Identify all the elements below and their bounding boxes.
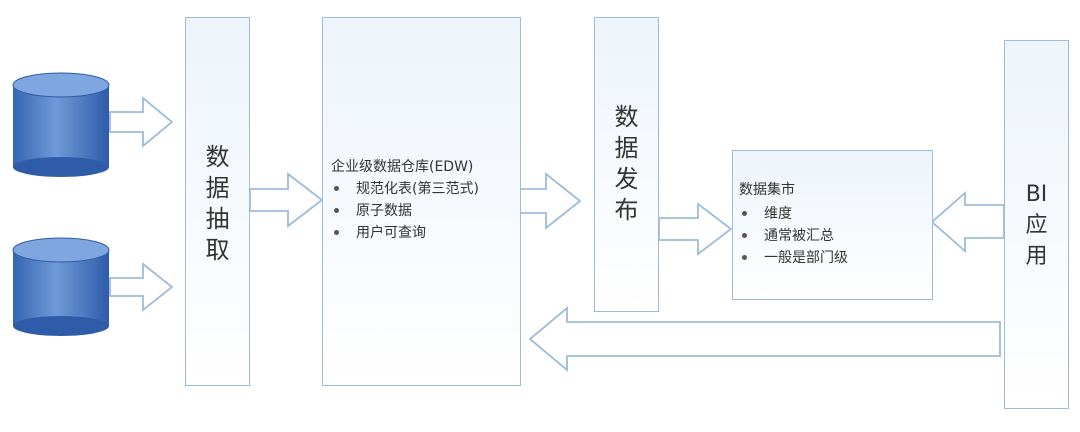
data-mart-box: 数据集市 维度 通常被汇总 一般是部门级 [732, 150, 933, 300]
data-extract-label: 数 据 抽 取 [205, 143, 230, 264]
database-icon [12, 237, 110, 336]
list-item: 维度 [739, 203, 848, 225]
data-extract-box: 数 据 抽 取 [185, 17, 250, 386]
edw-box: 企业级数据仓库(EDW) 规范化表(第三范式) 原子数据 用户可查询 [322, 17, 521, 386]
bi-application-label: BI 应 用 [1025, 182, 1048, 269]
data-publish-label: 数 据 发 布 [614, 103, 639, 224]
list-item: 一般是部门级 [739, 247, 848, 269]
arrow-left [930, 191, 1005, 253]
list-item: 原子数据 [331, 200, 479, 222]
arrow-right [249, 172, 324, 228]
arrow-right [658, 202, 733, 256]
arrow-right [109, 262, 174, 312]
list-item: 用户可查询 [331, 222, 479, 244]
edw-title: 企业级数据仓库(EDW) [331, 159, 474, 175]
edw-feature-list: 规范化表(第三范式) 原子数据 用户可查询 [331, 178, 479, 244]
arrow-right [109, 96, 174, 148]
database-icon [12, 72, 110, 177]
list-item: 规范化表(第三范式) [331, 178, 479, 200]
data-mart-title: 数据集市 [739, 182, 795, 198]
list-item: 通常被汇总 [739, 225, 848, 247]
arrow-left [528, 306, 1001, 372]
data-mart-feature-list: 维度 通常被汇总 一般是部门级 [739, 203, 848, 269]
data-publish-box: 数 据 发 布 [594, 17, 659, 312]
bi-application-box: BI 应 用 [1004, 40, 1069, 409]
arrow-right [519, 172, 582, 230]
